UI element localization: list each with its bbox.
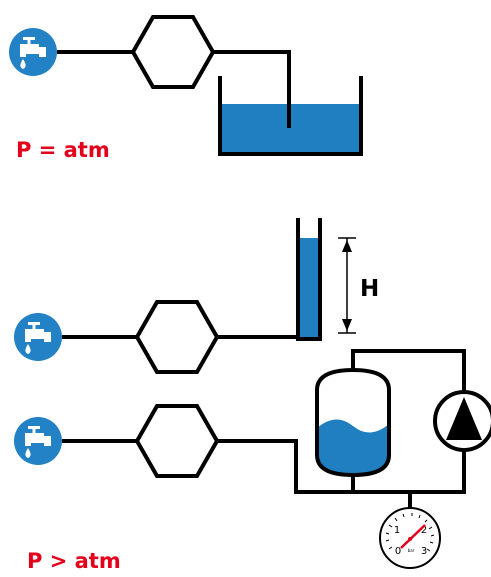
gauge-unit: bar [408, 548, 415, 553]
bottom-pressure-label: P > atm [27, 549, 121, 573]
filter-icon [131, 15, 215, 89]
bottom-system: 1 2 0 3 bar P > atm [14, 349, 491, 573]
gauge-tick-2: 2 [421, 525, 427, 536]
pipe-loop [351, 349, 466, 494]
open-tank-icon [218, 76, 363, 156]
middle-system: H [14, 218, 379, 374]
pump-icon [433, 390, 491, 452]
standpipe-water [298, 238, 320, 337]
top-pressure-label: P = atm [16, 138, 110, 162]
pressure-vessel-icon [315, 367, 391, 478]
pressure-gauge-icon: 1 2 0 3 bar [379, 507, 441, 569]
top-system: P = atm [9, 15, 363, 162]
water-tap-icon [14, 313, 62, 361]
filter-icon [135, 404, 219, 478]
height-label: H [360, 276, 379, 302]
gauge-tick-3: 3 [421, 546, 427, 557]
gauge-tick-0: 0 [395, 546, 401, 557]
pipe-filter-to-vessel [217, 439, 355, 494]
standpipe-icon [296, 218, 322, 341]
height-dimension: H [338, 237, 379, 334]
pipe-filter-to-tank [213, 50, 291, 128]
water-tap-icon [9, 28, 57, 76]
gauge-tick-1: 1 [394, 525, 400, 536]
filter-icon [135, 300, 219, 374]
vessel-water [317, 419, 389, 475]
gauge-needle [400, 524, 426, 549]
water-tap-icon [14, 417, 62, 465]
